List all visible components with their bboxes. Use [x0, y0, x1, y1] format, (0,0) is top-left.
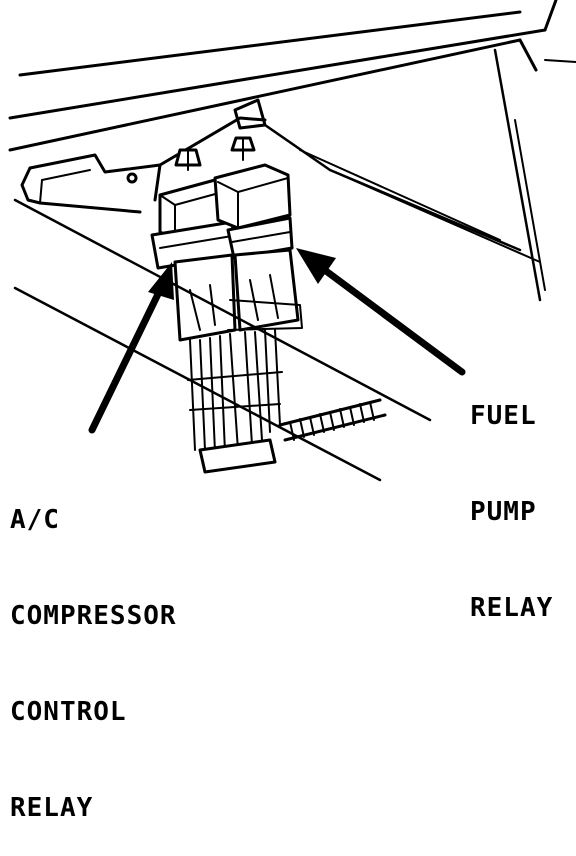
coiled-conduit — [278, 398, 387, 442]
fuel-relay-pointer-arrow — [296, 248, 466, 376]
relay-connectors — [173, 248, 303, 342]
ac-relay-pointer-arrow — [88, 262, 174, 434]
fuel-pump-relay-label-line-3: RELAY — [470, 593, 554, 623]
fuel-pump-relay-label-line-1: FUEL — [470, 401, 537, 431]
relay-location-diagram — [8, 0, 576, 482]
ac-relay-label-line-1: A/C — [10, 505, 60, 535]
ac-relay-label-line-3: CONTROL — [10, 697, 127, 727]
fuel-pump-relay-body — [213, 163, 294, 260]
fuel-pump-relay-label-line-2: PUMP — [470, 497, 537, 527]
ac-compressor-relay-label: A/C COMPRESSOR CONTROL RELAY — [10, 440, 177, 856]
dash-panel — [8, 0, 576, 302]
mounting-nuts — [174, 136, 256, 171]
lower-panel-lines — [13, 198, 432, 482]
fuel-pump-relay-label: FUEL PUMP RELAY — [470, 336, 553, 656]
ac-relay-label-line-2: COMPRESSOR — [10, 601, 177, 631]
ac-relay-label-line-4: RELAY — [10, 793, 94, 823]
ac-relay-body — [150, 178, 238, 270]
wiring-harness — [187, 329, 283, 474]
